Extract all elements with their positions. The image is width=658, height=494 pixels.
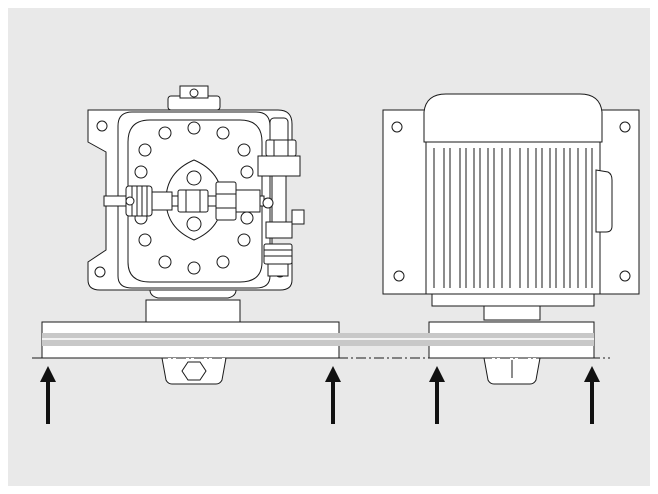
support-arrow-icon [429,366,445,424]
shaft-nut-right [215,181,237,221]
diagram-panel [8,8,650,486]
valve-nut-bottom [265,221,293,239]
cover-bolt [138,233,152,247]
mount-bolt-hole [393,270,405,282]
cover-bolt [237,143,251,157]
valve-outlet [267,263,289,277]
cover-bolt [187,261,201,275]
electric-motor [382,93,640,321]
motor-terminal-box [595,169,613,233]
motor-foot-lower [483,305,541,321]
valve-nut-top [265,139,297,157]
shaft-sleeve [151,191,173,211]
support-arrow-icon [40,366,56,424]
shaft-pin [125,196,135,206]
mount-bolt-hole [619,270,631,282]
cover-bolt [158,126,172,140]
valve-port [262,197,274,209]
motor-housing [425,141,601,295]
pump-foot [145,299,241,323]
valve-coupling [263,243,293,265]
bracket-nut-icon [181,361,207,381]
valve-body [257,155,301,177]
mount-bolt-hole [619,121,631,133]
base-plate [41,321,595,385]
gear-pump [87,85,305,323]
hub-boss [186,170,202,186]
flange-bolt-hole [94,266,106,278]
motor-foot [431,293,595,307]
support-arrow-icon [584,366,600,424]
cover-bolt [240,165,254,179]
pump-motor-alignment-diagram [8,8,650,486]
support-arrows [40,366,600,424]
support-arrow-icon [325,366,341,424]
shaft-nut-center [177,189,209,213]
cover-bolt [237,233,251,247]
cooling-fins [433,148,593,288]
cover-bolts [134,121,254,275]
flange-bolt-hole [96,120,108,132]
motor-fan-cover [423,93,603,143]
pump-top-plug [189,88,199,98]
cover-bolt [187,121,201,135]
cover-bolt [134,165,148,179]
cover-bolt [216,255,230,269]
valve-side-nut [291,209,305,225]
cover-bolt [240,211,254,225]
cover-bolt [158,255,172,269]
shaft-end [235,189,261,213]
cover-bolt [138,143,152,157]
cover-bolt [216,126,230,140]
hub-boss [186,216,202,232]
valve-stem [271,175,287,223]
mount-bolt-hole [391,121,403,133]
